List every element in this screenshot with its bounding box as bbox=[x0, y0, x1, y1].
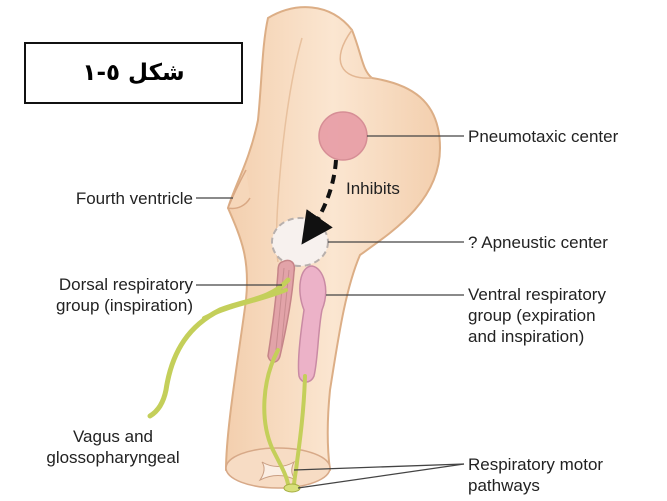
label-pneumotaxic-center: Pneumotaxic center bbox=[468, 126, 618, 147]
label-inhibits: Inhibits bbox=[346, 178, 400, 199]
label-dorsal-line2: group (inspiration) bbox=[56, 295, 193, 316]
label-apneustic-center: ? Apneustic center bbox=[468, 232, 608, 253]
pneumotaxic-center bbox=[319, 112, 367, 160]
label-ventral-line2: group (expiration bbox=[468, 305, 596, 326]
label-vagus-line1: Vagus and bbox=[8, 426, 218, 447]
label-ventral-line3: and inspiration) bbox=[468, 326, 584, 347]
brainstem-shape bbox=[226, 7, 440, 486]
label-motor-line2: pathways bbox=[468, 475, 540, 496]
label-fourth-ventricle: Fourth ventricle bbox=[76, 188, 193, 209]
figure-label-box: شكل ٥-١ bbox=[24, 42, 243, 104]
label-dorsal-line1: Dorsal respiratory bbox=[59, 274, 193, 295]
figure-label: شكل ٥-١ bbox=[82, 60, 184, 86]
label-motor-line1: Respiratory motor bbox=[468, 454, 603, 475]
apneustic-center bbox=[272, 218, 328, 266]
motor-pathway-exit bbox=[284, 484, 300, 492]
label-ventral-line1: Ventral respiratory bbox=[468, 284, 606, 305]
fourth-ventricle-notch bbox=[228, 170, 250, 208]
label-vagus-line2: glossopharyngeal bbox=[8, 447, 218, 468]
